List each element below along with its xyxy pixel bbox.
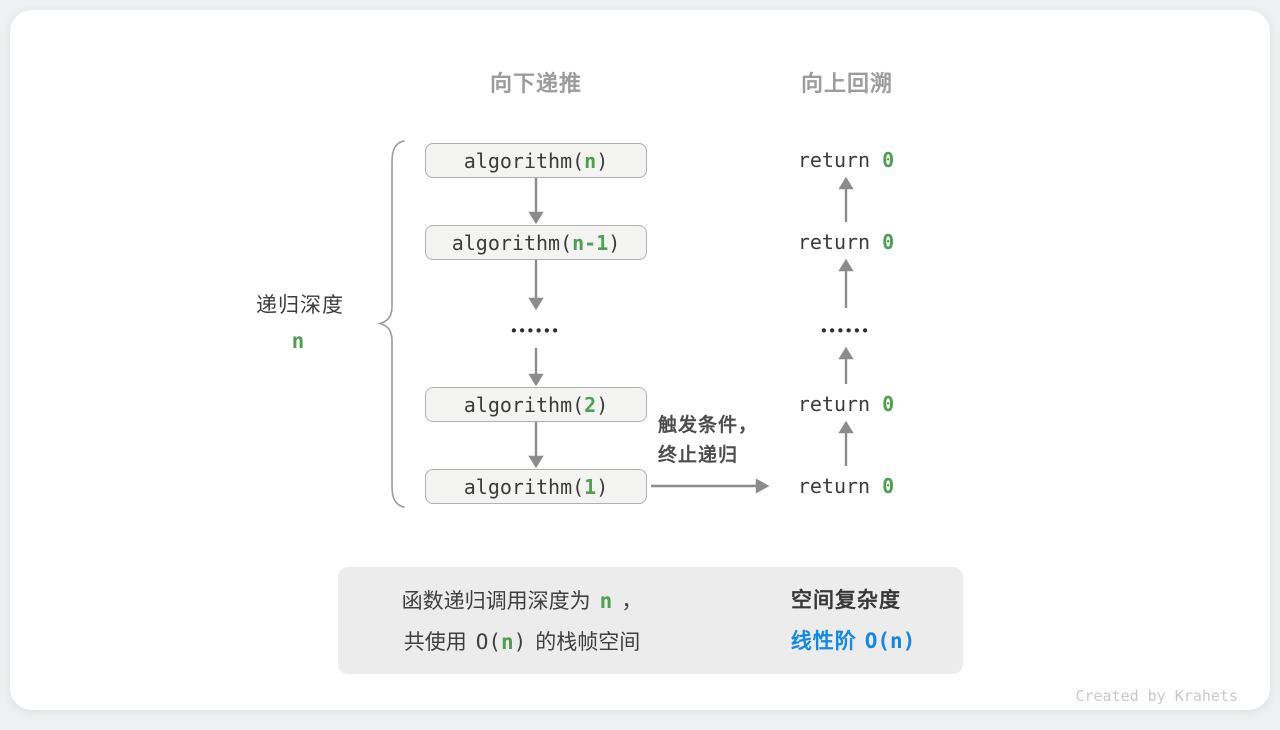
return-keyword: return <box>797 230 871 254</box>
trigger-line2: 终止递归 <box>658 445 739 466</box>
call-close: ) <box>596 474 609 499</box>
call-box-n: algorithm(n) <box>425 143 647 178</box>
summary-line2: 共使用 O(n) 的栈帧空间 <box>404 626 641 656</box>
call-fn: algorithm( <box>463 392 585 417</box>
call-box-1: algorithm(1) <box>425 469 647 504</box>
trigger-line1: 触发条件， <box>658 415 759 436</box>
call-arg: n-1 <box>572 230 609 255</box>
summary-line2-text: 共使用 <box>403 631 467 654</box>
call-ellipsis: •••••• <box>511 322 561 340</box>
header-recurse-down: 向下递推 <box>489 71 583 96</box>
summary-var-n: n <box>599 589 613 613</box>
return-keyword: return <box>797 148 871 172</box>
trigger-label: 触发条件， 终止递归 <box>658 411 758 471</box>
return-row: return 0 <box>798 148 894 172</box>
result-title: 空间复杂度 <box>791 589 901 612</box>
summary-line1: 函数递归调用深度为 n ， <box>402 585 643 615</box>
header-backtrack-up: 向上回溯 <box>800 71 894 96</box>
result-complexity: O(n) <box>864 629 916 653</box>
summary-line1-text: 函数递归调用深度为 <box>401 590 591 613</box>
summary-line2-post: 的栈帧空间 <box>535 631 641 654</box>
return-value: 0 <box>882 392 895 416</box>
return-keyword: return <box>797 392 871 416</box>
big-o-var: n <box>500 630 514 654</box>
call-close: ) <box>596 148 609 173</box>
big-o-open: O( <box>475 630 501 654</box>
diagram-card: 向下递推 向上回溯 递归深度 n algorithm(n) algorithm(… <box>10 10 1270 710</box>
call-arg: 1 <box>584 474 597 499</box>
call-box-n-1: algorithm(n-1) <box>425 225 647 260</box>
call-arg: 2 <box>584 392 597 417</box>
depth-brace <box>377 140 405 508</box>
result-value: 线性阶 O(n) <box>791 625 916 655</box>
depth-value: n <box>291 329 305 353</box>
watermark: Created by Krahets <box>1075 687 1238 705</box>
return-row: return 0 <box>798 392 894 416</box>
call-close: ) <box>608 230 621 255</box>
return-value: 0 <box>882 474 895 498</box>
call-arg: n <box>584 148 597 173</box>
result-label: 线性阶 <box>790 630 857 653</box>
summary-line1-comma: ， <box>621 590 643 613</box>
call-fn: algorithm( <box>451 230 573 255</box>
call-close: ) <box>596 392 609 417</box>
return-value: 0 <box>882 230 895 254</box>
call-fn: algorithm( <box>463 474 585 499</box>
return-row: return 0 <box>798 230 894 254</box>
return-value: 0 <box>882 148 895 172</box>
return-row: return 0 <box>798 474 894 498</box>
depth-label: 递归深度 <box>256 294 344 317</box>
big-o-close: ) <box>513 630 527 654</box>
return-ellipsis: •••••• <box>821 322 871 340</box>
call-fn: algorithm( <box>463 148 585 173</box>
call-box-2: algorithm(2) <box>425 387 647 422</box>
summary-panel <box>338 567 963 674</box>
summary-big-o: O(n) <box>476 630 527 654</box>
return-keyword: return <box>797 474 871 498</box>
base-case-arrow <box>651 478 770 494</box>
